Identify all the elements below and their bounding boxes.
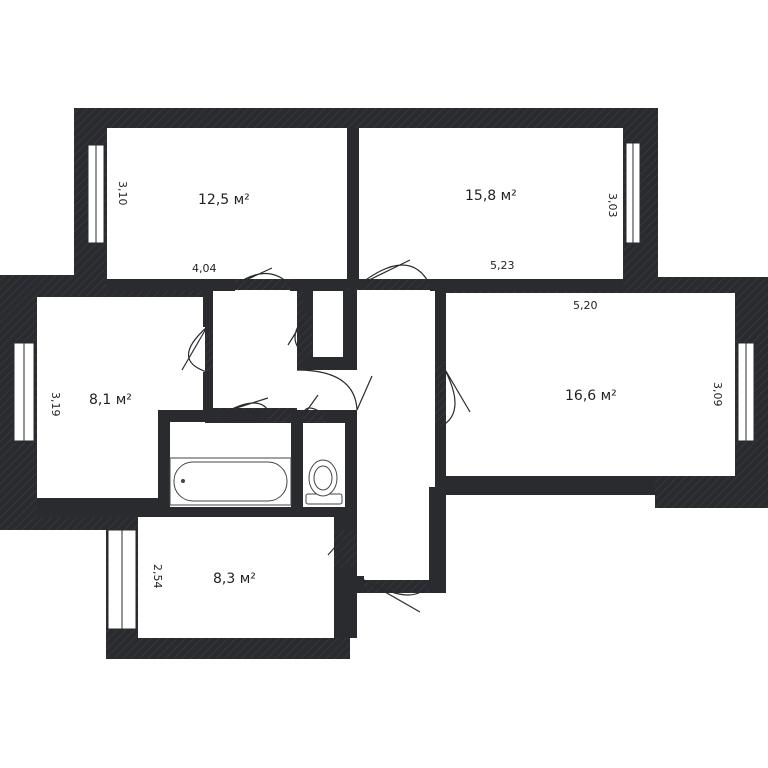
door-top-left-room [234,267,291,286]
wall-between-top-rooms [347,128,359,288]
hall-link-floor [297,370,357,410]
room-left-floor-ext [37,412,158,498]
doors [181,259,471,613]
door-wc [302,394,327,417]
interior-walls [37,128,655,638]
door-right-room [439,360,471,428]
door-bathroom [229,397,269,411]
door-left-room [181,326,208,373]
dim-top-left-height: 3,10 [116,181,129,206]
dim-left-height: 3,19 [49,392,62,417]
windows [13,142,755,630]
wall-corridor-right-b [435,427,446,487]
room-top-left-floor [107,128,347,279]
dimension-labels: 3,10 4,04 3,03 5,23 5,20 3,09 3,19 2,54 [49,181,724,589]
wall-closet-right [343,291,357,370]
wall-wc-top [326,410,357,422]
wall-bath-mid [291,410,303,508]
dim-top-right-width: 5,23 [490,259,515,272]
wall-bath-bottom [158,507,357,517]
area-label-left: 8,1 м² [89,392,132,408]
wall-corridor-right [435,291,446,361]
wall-wc-right [345,410,357,508]
room-area-labels: 12,5 м² 15,8 м² 8,1 м² 16,6 м² 8,3 м² [89,188,617,587]
hall-floor [213,290,297,408]
wall-top-left-bottom-b [290,279,347,291]
dim-top-left-width: 4,04 [192,262,217,275]
door-entrance [363,579,430,613]
wall-bath-left [158,410,170,508]
door-hall-link [296,369,373,411]
area-label-top-right: 15,8 м² [465,188,517,204]
dim-right-width: 5,20 [573,299,598,312]
wall-top-right-bottom [430,279,623,291]
dim-right-height: 3,09 [711,382,724,407]
area-label-bottom-left: 8,3 м² [213,571,256,587]
room-top-right-floor [359,128,623,279]
corridor-bottom-floor [357,505,429,580]
wall-closet-left [303,291,313,313]
room-bottom-left-floor [138,517,334,638]
wall-hall-left-b [203,372,213,412]
wall-bottom-left-right-top [334,517,357,530]
door-top-right-room [358,259,431,286]
dim-bottom-left-height: 2,54 [151,564,164,589]
wall-left-room-bottom [37,498,158,517]
wall-corridor-bottom-r [429,487,446,593]
toilet-icon [305,459,343,505]
wall-top-left-bottom [107,279,235,291]
bathtub-icon [169,457,292,506]
wall-right-room-left [446,476,655,495]
closet-floor [313,291,343,357]
area-label-top-left: 12,5 м² [198,192,250,208]
wall-bath-top [158,410,268,422]
dim-top-right-height: 3,03 [606,193,619,218]
wall-corridor-bottom [334,576,364,593]
room-right-floor [446,293,735,476]
wall-closet-bottom [303,357,355,370]
door-bottom-left-room [327,529,351,569]
wall-hall-left [203,291,213,327]
door-closet [287,312,309,358]
area-label-right: 16,6 м² [565,388,617,404]
